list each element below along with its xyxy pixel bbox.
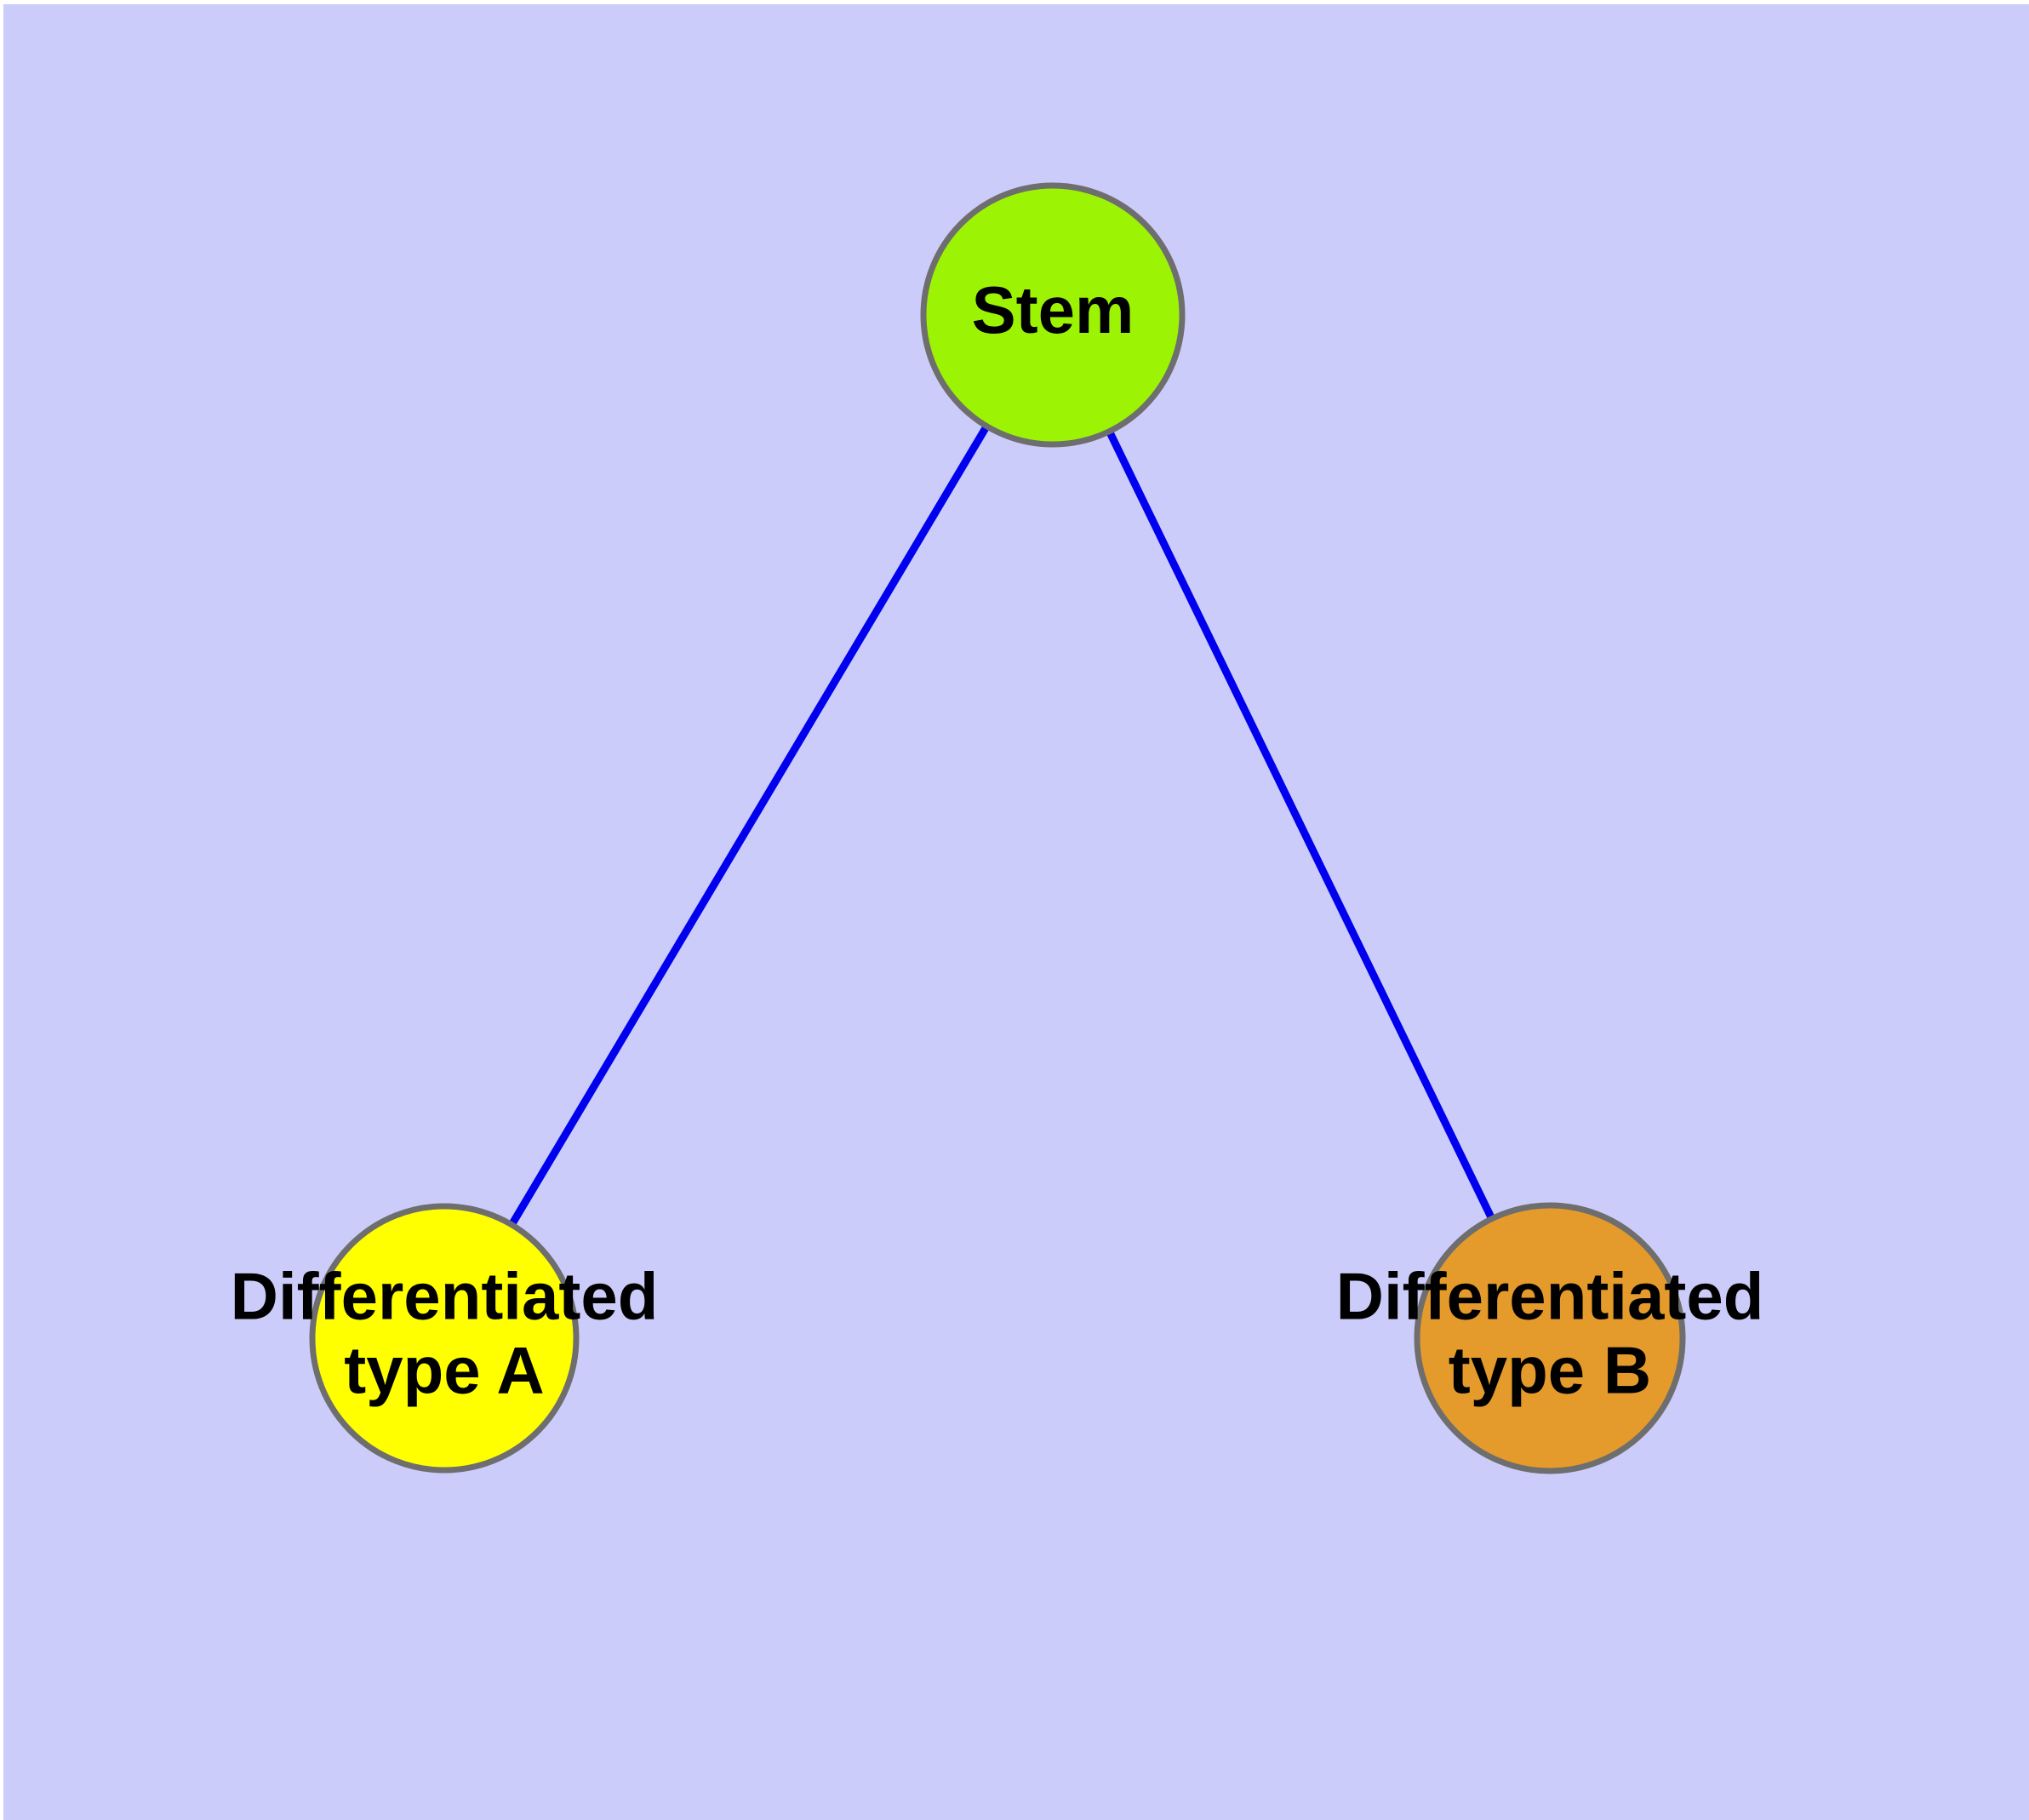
node-circle-diff_b[interactable] — [1414, 1202, 1686, 1474]
node-stem[interactable] — [920, 182, 1186, 448]
node-circle-stem[interactable] — [920, 182, 1186, 448]
node-diff_b[interactable] — [1414, 1202, 1686, 1474]
node-diff_a[interactable] — [309, 1203, 580, 1474]
edge-stem-to-diff_b — [1105, 427, 1496, 1222]
edge-stem-to-diff_a — [507, 422, 992, 1228]
node-label-line: type A — [344, 1332, 545, 1407]
node-label-line: Stem — [972, 272, 1135, 347]
node-label-line: Differentiated — [1336, 1258, 1764, 1333]
node-circle-diff_a[interactable] — [309, 1203, 580, 1474]
node-label-line: Differentiated — [231, 1258, 659, 1333]
edges-group — [507, 422, 1496, 1228]
node-label-stem: Stem — [972, 272, 1135, 347]
node-label-line: type B — [1449, 1332, 1651, 1407]
